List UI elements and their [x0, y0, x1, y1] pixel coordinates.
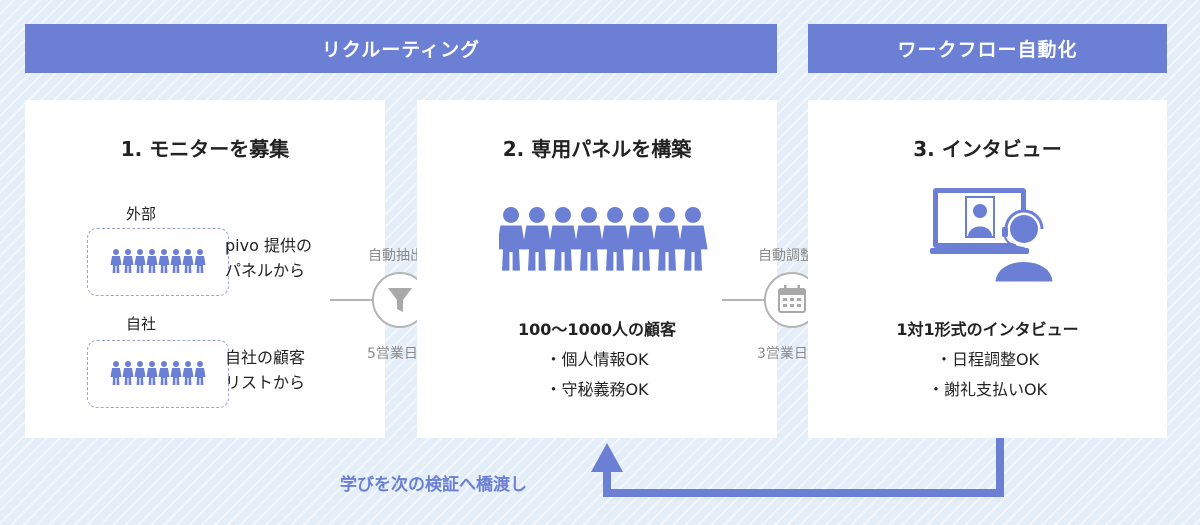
step2-title: 2. 専用パネルを構築: [502, 137, 692, 161]
feedback-label: 学びを次の検証へ橋渡し: [340, 475, 527, 495]
video-interview-icon: [930, 188, 1056, 285]
step1-title: 1. モニターを募集: [120, 137, 290, 161]
workflow-automation-banner: ワークフロー自動化: [808, 24, 1167, 73]
panel-bullet-nda: ・守秘義務OK: [545, 380, 649, 399]
step2-panel: 2. 専用パネルを構築 100〜1000人の顧客 ・個人情報OK ・守秘義務OK: [417, 100, 777, 438]
panel-people-icon: [499, 207, 708, 271]
filter-icon: [388, 288, 412, 312]
extract-lead-time: 5営業日-: [367, 346, 423, 362]
interview-format: 1対1形式のインタビュー: [896, 320, 1079, 339]
interview-bullet-scheduling: ・日程調整OK: [935, 350, 1040, 369]
panel-size: 100〜1000人の顧客: [518, 320, 676, 339]
external-desc-line2: パネルから: [225, 261, 306, 280]
workflow-automation-banner-label: ワークフロー自動化: [897, 39, 1078, 61]
external-label: 外部: [126, 205, 157, 223]
step1-panel: 1. モニターを募集 外部 pivo 提供の パネルから 自社 自社の顧客 リス…: [25, 100, 385, 438]
internal-list-group: [87, 340, 229, 408]
people-group-icon: [110, 361, 206, 385]
external-desc-line1: pivo 提供の: [225, 236, 312, 255]
schedule-lead-time: 3営業日-: [757, 346, 813, 362]
recruiting-banner-label: リクルーティング: [321, 39, 481, 61]
external-source-desc: pivo 提供の パネルから: [225, 233, 312, 283]
calendar-icon: [778, 285, 806, 313]
internal-label: 自社: [126, 315, 157, 333]
auto-extract-label: 自動抽出: [368, 248, 424, 264]
internal-source-desc: 自社の顧客 リストから: [225, 345, 305, 395]
people-group-icon: [110, 249, 206, 273]
step3-panel: 3. インタビュー 1対1形式のインタビュー ・日程調整OK ・謝礼支払いOK: [808, 100, 1167, 438]
step3-title: 3. インタビュー: [913, 137, 1062, 161]
internal-desc-line2: リストから: [225, 373, 306, 392]
external-panel-group: [87, 228, 229, 296]
auto-schedule-label: 自動調整: [758, 248, 814, 264]
internal-desc-line1: 自社の顧客: [225, 348, 306, 367]
panel-bullet-privacy: ・個人情報OK: [545, 350, 649, 369]
recruiting-banner: リクルーティング: [25, 24, 777, 73]
interview-bullet-reward: ・謝礼支払いOK: [927, 380, 1048, 399]
